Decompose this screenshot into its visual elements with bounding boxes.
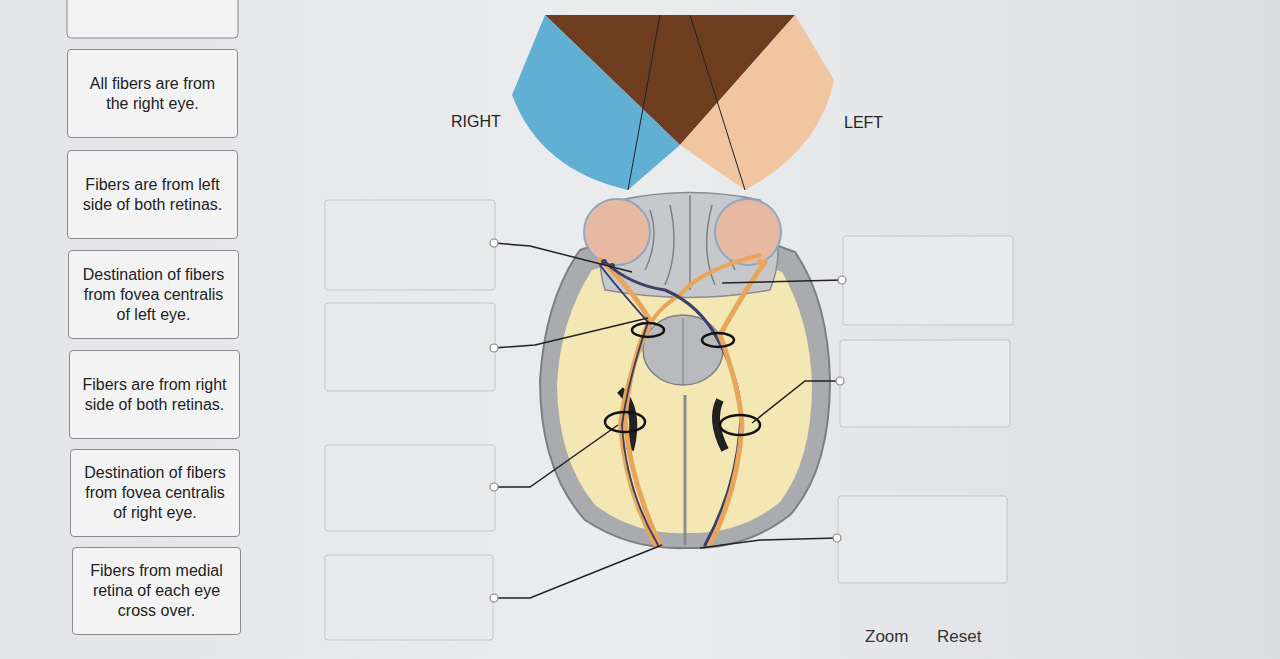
label-tile: Destination of fibers from fovea central… bbox=[70, 449, 240, 537]
reset-button: Reset bbox=[937, 627, 981, 647]
label-tile: Fibers are from left side of both retina… bbox=[67, 150, 238, 239]
brain bbox=[540, 193, 830, 549]
tile-text: Fibers are from left side of both retina… bbox=[78, 175, 227, 215]
tile-text: All fibers are from the right eye. bbox=[78, 74, 227, 114]
leader-ends bbox=[490, 239, 846, 602]
eyes bbox=[584, 199, 781, 265]
side-label: LEFT bbox=[844, 114, 883, 132]
empty-tile bbox=[67, 0, 238, 38]
tile-text: Destination of fibers from fovea central… bbox=[81, 463, 229, 523]
zoom-button: Zoom bbox=[865, 627, 908, 647]
optic-pathways bbox=[600, 255, 765, 545]
leader-lines bbox=[494, 243, 842, 598]
ring-markers bbox=[605, 323, 760, 435]
side-label: RIGHT bbox=[451, 113, 501, 131]
label-tile: All fibers are from the right eye. bbox=[67, 49, 238, 138]
tile-text: Fibers from medial retina of each eye cr… bbox=[83, 561, 230, 621]
label-tile: Fibers from medial retina of each eye cr… bbox=[72, 547, 241, 635]
label-tile: Fibers are from right side of both retin… bbox=[69, 350, 240, 439]
tile-text: Destination of fibers from fovea central… bbox=[79, 265, 228, 325]
tile-text: Fibers are from right side of both retin… bbox=[80, 375, 229, 415]
label-tile: Destination of fibers from fovea central… bbox=[68, 250, 239, 339]
visual-field bbox=[512, 15, 834, 190]
